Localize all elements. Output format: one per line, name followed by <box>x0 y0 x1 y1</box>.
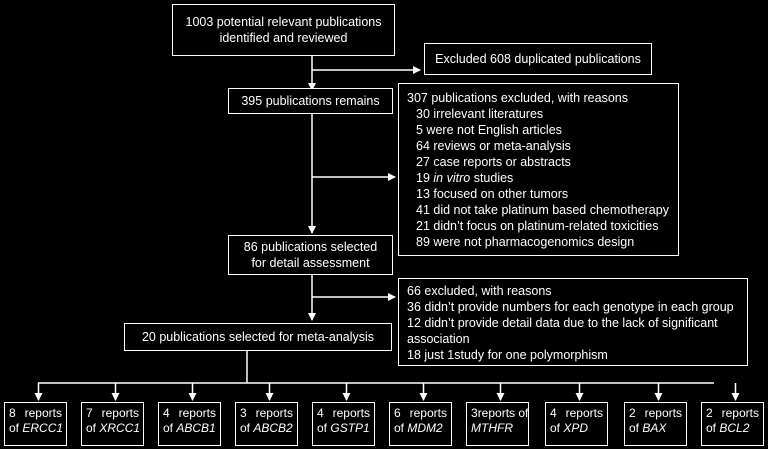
report-of: of <box>550 421 561 435</box>
report-count: 6 <box>394 406 401 420</box>
reason-item: 30 irrelevant literatures <box>416 107 544 121</box>
report-box: 6 reports of MDM2 <box>389 402 452 446</box>
reason-item: 89 were not pharmacogenomics design <box>416 235 635 249</box>
reason-item: 21 didn’t focus on platinum-related toxi… <box>416 219 659 233</box>
report-gene: ABCB2 <box>253 421 293 435</box>
excluded2-line: 18 just 1study for one polymorphism <box>407 348 608 362</box>
reason-item: 5 were not English articles <box>416 123 562 137</box>
report-box: 4 reports of ABCB1 <box>158 402 221 446</box>
report-of: of <box>86 421 97 435</box>
report-word: reports <box>255 406 293 420</box>
duplicates-text: Excluded 608 duplicated publications <box>435 52 641 66</box>
identified-line-1: 1003 potential relevant publications <box>185 15 382 29</box>
meta-text: 20 publications selected for meta-analys… <box>141 330 375 344</box>
report-count: 3 <box>471 406 478 420</box>
report-count: 2 <box>629 406 636 420</box>
report-box: 7 reports of XRCC1 <box>81 402 144 446</box>
report-count: 3 <box>240 406 247 420</box>
report-word: reports <box>24 406 62 420</box>
excluded2-line: 66 excluded, with reasons <box>407 284 552 298</box>
report-count: 8 <box>9 406 16 420</box>
excluded-second-box: 66 excluded, with reasons 36 didn’t prov… <box>398 278 748 366</box>
report-count: 7 <box>86 406 93 420</box>
remains-text: 395 publications remains <box>241 94 380 108</box>
detail-line-1: 86 publications selected <box>243 240 378 254</box>
report-of: of <box>706 421 717 435</box>
report-word: reports <box>409 406 447 420</box>
identified-line-2: identified and reviewed <box>219 31 348 45</box>
report-gene: BAX <box>642 421 667 435</box>
report-box: 2 reports of BCL2 <box>701 402 764 446</box>
report-of: of <box>240 421 251 435</box>
report-box: 4 reports of XPD <box>545 402 608 446</box>
report-gene: BCL2 <box>719 421 750 435</box>
meta-analysis-box: 20 publications selected for meta-analys… <box>124 323 392 351</box>
report-box: 2 reports of BAX <box>624 402 687 446</box>
report-gene: XRCC1 <box>99 421 141 435</box>
report-count: 2 <box>706 406 713 420</box>
report-word: reports <box>721 406 759 420</box>
identified-box: 1003 potential relevant publications ide… <box>172 4 395 56</box>
remains-box: 395 publications remains <box>228 88 393 114</box>
reason-item: 41 did not take platinum based chemother… <box>416 203 669 217</box>
report-gene: ERCC1 <box>22 421 64 435</box>
report-word: reports <box>644 406 682 420</box>
report-of: of <box>9 421 20 435</box>
report-box: 3 reports of ABCB2 <box>235 402 298 446</box>
excluded2-line: 12 didn’t provide detail data due to the… <box>407 316 718 330</box>
report-box: 4 reports of GSTP1 <box>312 402 375 446</box>
reason-item: 64 reviews or meta-analysis <box>416 139 571 153</box>
report-of: of <box>317 421 328 435</box>
report-gene: ABCB1 <box>176 421 216 435</box>
detail-assessment-box: 86 publications selected for detail asse… <box>228 235 393 275</box>
excluded2-line: 36 didn’t provide numbers for each genot… <box>407 300 734 314</box>
report-of: of <box>629 421 640 435</box>
duplicates-box: Excluded 608 duplicated publications <box>424 43 652 75</box>
report-word: reports <box>332 406 370 420</box>
report-of: of <box>163 421 174 435</box>
report-word: reports <box>565 406 603 420</box>
detail-line-2: for detail assessment <box>251 256 370 270</box>
excluded2-line: association <box>407 332 470 346</box>
report-count: 4 <box>163 406 170 420</box>
report-count: 4 <box>550 406 557 420</box>
report-word: reports <box>178 406 216 420</box>
report-of: of <box>394 421 405 435</box>
report-box: 8 reports of ERCC1 <box>4 402 67 446</box>
report-word: reports of <box>477 406 529 420</box>
report-gene: GSTP1 <box>330 421 370 435</box>
report-count: 4 <box>317 406 324 420</box>
reason-item: 13 focused on other tumors <box>416 187 569 201</box>
report-word: reports <box>101 406 139 420</box>
report-gene: MDM2 <box>407 421 443 435</box>
reason-item: 19 in vitro studies <box>416 171 514 185</box>
reason-item: 27 case reports or abstracts <box>416 155 571 169</box>
report-gene: MTHFR <box>471 421 513 435</box>
excluded-header: 307 publications excluded, with reasons <box>407 91 628 105</box>
excluded-reasons-box: 307 publications excluded, with reasons … <box>398 83 679 256</box>
report-gene: XPD <box>563 421 589 435</box>
